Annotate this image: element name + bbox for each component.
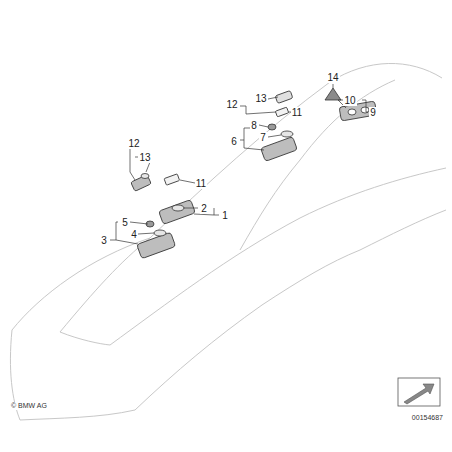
lens xyxy=(275,107,288,117)
callout-number: 10 xyxy=(343,95,356,106)
interior-light xyxy=(159,200,196,225)
leader-lines xyxy=(110,84,368,244)
callout-number: 13 xyxy=(138,152,151,163)
callout-number: 5 xyxy=(121,217,129,228)
interior-light xyxy=(137,232,176,258)
callout-number: 7 xyxy=(259,132,267,143)
callout-number: 8 xyxy=(250,120,258,131)
callout-number: 2 xyxy=(200,203,208,214)
diagram-number: 00154687 xyxy=(411,414,444,422)
callout-number: 4 xyxy=(130,229,138,240)
callout-number: 12 xyxy=(225,99,238,110)
callout-number: 3 xyxy=(100,235,108,246)
callout-number: 11 xyxy=(291,107,303,118)
callout-number: 1 xyxy=(221,210,229,221)
callout-number: 12 xyxy=(127,138,140,149)
car-outline xyxy=(10,63,446,420)
parts xyxy=(131,88,377,259)
callout-number: 9 xyxy=(369,107,377,118)
copyright-note: © BMW AG xyxy=(10,402,48,410)
view-arrow-icon xyxy=(398,378,440,406)
callout-number: 11 xyxy=(195,178,207,189)
callout-number: 6 xyxy=(230,136,238,147)
lens xyxy=(164,174,180,185)
sensor-part xyxy=(325,88,341,100)
callout-number: 13 xyxy=(254,93,267,104)
callout-number: 14 xyxy=(326,72,339,83)
